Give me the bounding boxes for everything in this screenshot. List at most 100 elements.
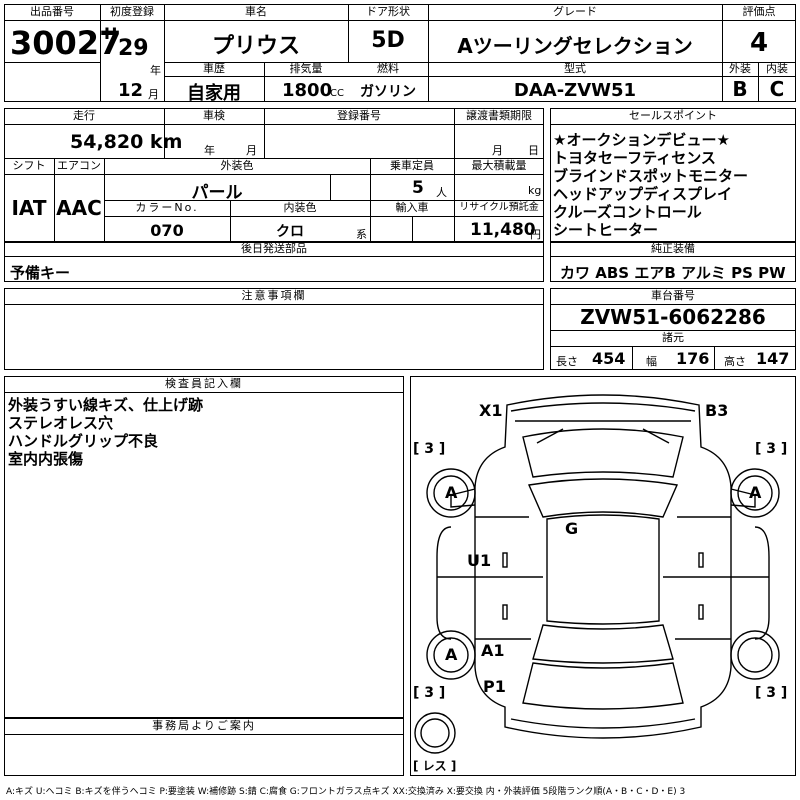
equipment-item: PW <box>758 264 786 282</box>
int-color-label: 内装色 <box>283 201 317 214</box>
history: 自家用 <box>187 83 241 104</box>
shift-label: シフト <box>12 159 46 172</box>
chassis-section <box>550 288 796 370</box>
fuel: ガソリン <box>360 84 416 100</box>
color-no-label: カラーNo. <box>135 201 199 214</box>
divider <box>54 158 55 242</box>
divider <box>4 256 544 257</box>
mark-g: G <box>565 519 579 538</box>
mileage-label: 走行 <box>73 109 95 122</box>
recycle-unit: 円 <box>530 228 541 241</box>
exterior-label: 外装 <box>729 62 751 75</box>
fuel-label: 燃料 <box>377 62 399 75</box>
notes-section <box>4 288 544 370</box>
tread-bracket-left-top: [ 3 ] <box>413 441 446 457</box>
divider <box>722 4 723 102</box>
notes-label: 注意事項欄 <box>241 289 307 302</box>
equipment-item: アルミ <box>681 264 726 282</box>
displacement-unit: CC <box>330 88 344 99</box>
score-label: 評価点 <box>742 5 776 18</box>
exterior-grade: B <box>732 77 748 101</box>
legend: A:キズ U:ヘコミ B:キズを伴うヘコミ P:要塗装 W:補修跡 S:錆 C:… <box>6 787 686 797</box>
equipment-section <box>550 242 796 282</box>
divider <box>550 124 796 125</box>
inspection-label: 車検 <box>203 109 225 122</box>
sales-points-section <box>550 108 796 242</box>
equipment-item: ABS <box>595 264 630 282</box>
tire-rl-mark: A <box>445 645 458 664</box>
equipment-label: 純正装備 <box>651 242 695 255</box>
divider <box>412 216 413 242</box>
divider <box>4 392 404 393</box>
divider <box>230 200 231 242</box>
reg-month: 12 <box>118 80 144 101</box>
divider <box>164 62 796 63</box>
tread-bracket-right-bottom: [ 3 ] <box>755 685 788 701</box>
tread-bracket-left-bottom: [ 3 ] <box>413 685 446 701</box>
door-label: ドア形状 <box>366 5 410 18</box>
divider <box>104 158 105 242</box>
reg-year: 29 <box>118 36 149 61</box>
divider <box>454 158 455 242</box>
int-color-unit: 系 <box>356 228 367 241</box>
inspection-year-unit: 年 <box>204 144 215 157</box>
mark-x1: X1 <box>479 401 503 420</box>
capacity: 5 <box>412 178 424 198</box>
inspector-section <box>4 376 404 718</box>
car-name-label: 車名 <box>245 5 267 18</box>
car-name: プリウス <box>211 34 300 59</box>
divider <box>758 62 759 102</box>
divider <box>348 4 349 62</box>
divider <box>100 4 101 102</box>
later-parts-section <box>4 242 544 282</box>
sales-point-item: クルーズコントロール <box>553 203 702 221</box>
spare-label: [ レス ] <box>413 759 457 773</box>
damage-diagram: X1 B3 G U1 A1 P1 A A A [ 3 ] [ 3 ] [ 3 ]… <box>410 376 796 776</box>
height-label: 高さ <box>724 355 746 368</box>
divider <box>550 256 796 257</box>
mark-u1: U1 <box>467 551 492 570</box>
sales-point-item: ブラインドスポットモニター <box>553 167 749 185</box>
recycle-label: リサイクル預託金 <box>459 202 539 213</box>
equipment-item: エアB <box>634 264 676 282</box>
capacity-label: 乗車定員 <box>390 159 434 172</box>
divider <box>264 62 265 102</box>
divider <box>164 76 796 77</box>
door-type: 5D <box>371 28 405 53</box>
sales-points-label: セールスポイント <box>629 109 717 122</box>
interior-label: 内装 <box>766 62 788 75</box>
divider <box>4 124 544 125</box>
sales-point-item: ★オークションデビュー★ <box>553 131 730 149</box>
inspector-label: 検査員記入欄 <box>165 377 243 390</box>
model: DAA-ZVW51 <box>513 80 637 101</box>
transfer-month-unit: 月 <box>492 144 503 157</box>
mileage: 54,820 km <box>70 131 183 153</box>
tread-bracket-right-top: [ 3 ] <box>755 441 788 457</box>
divider <box>4 158 544 159</box>
inspector-item: ハンドルグリップ不良 <box>8 432 159 450</box>
interior-grade: C <box>769 77 785 101</box>
displacement: 1800 <box>282 80 333 101</box>
chassis-label: 車台番号 <box>651 289 695 302</box>
month-unit: 月 <box>148 88 159 101</box>
divider <box>550 346 796 347</box>
divider <box>550 330 796 331</box>
score: 4 <box>749 28 769 58</box>
inspection-month-unit: 月 <box>246 144 257 157</box>
sales-point-item: トヨタセーフティセンス <box>553 149 716 167</box>
divider <box>370 158 371 242</box>
width: 176 <box>676 349 710 368</box>
max-load-label: 最大積載量 <box>471 159 527 172</box>
divider <box>4 62 100 63</box>
divider <box>4 304 544 305</box>
mark-a1: A1 <box>481 641 505 660</box>
divider <box>4 20 796 21</box>
tire-fr-mark: A <box>749 483 762 502</box>
ac: AAC <box>56 196 102 220</box>
sales-point-item: ヘッドアップディスプレイ <box>553 185 732 203</box>
chassis-number: ZVW51-6062286 <box>580 305 766 329</box>
height: 147 <box>756 349 790 368</box>
first-reg-label: 初度登録 <box>110 5 154 18</box>
office-section <box>4 718 404 776</box>
divider <box>714 346 715 370</box>
